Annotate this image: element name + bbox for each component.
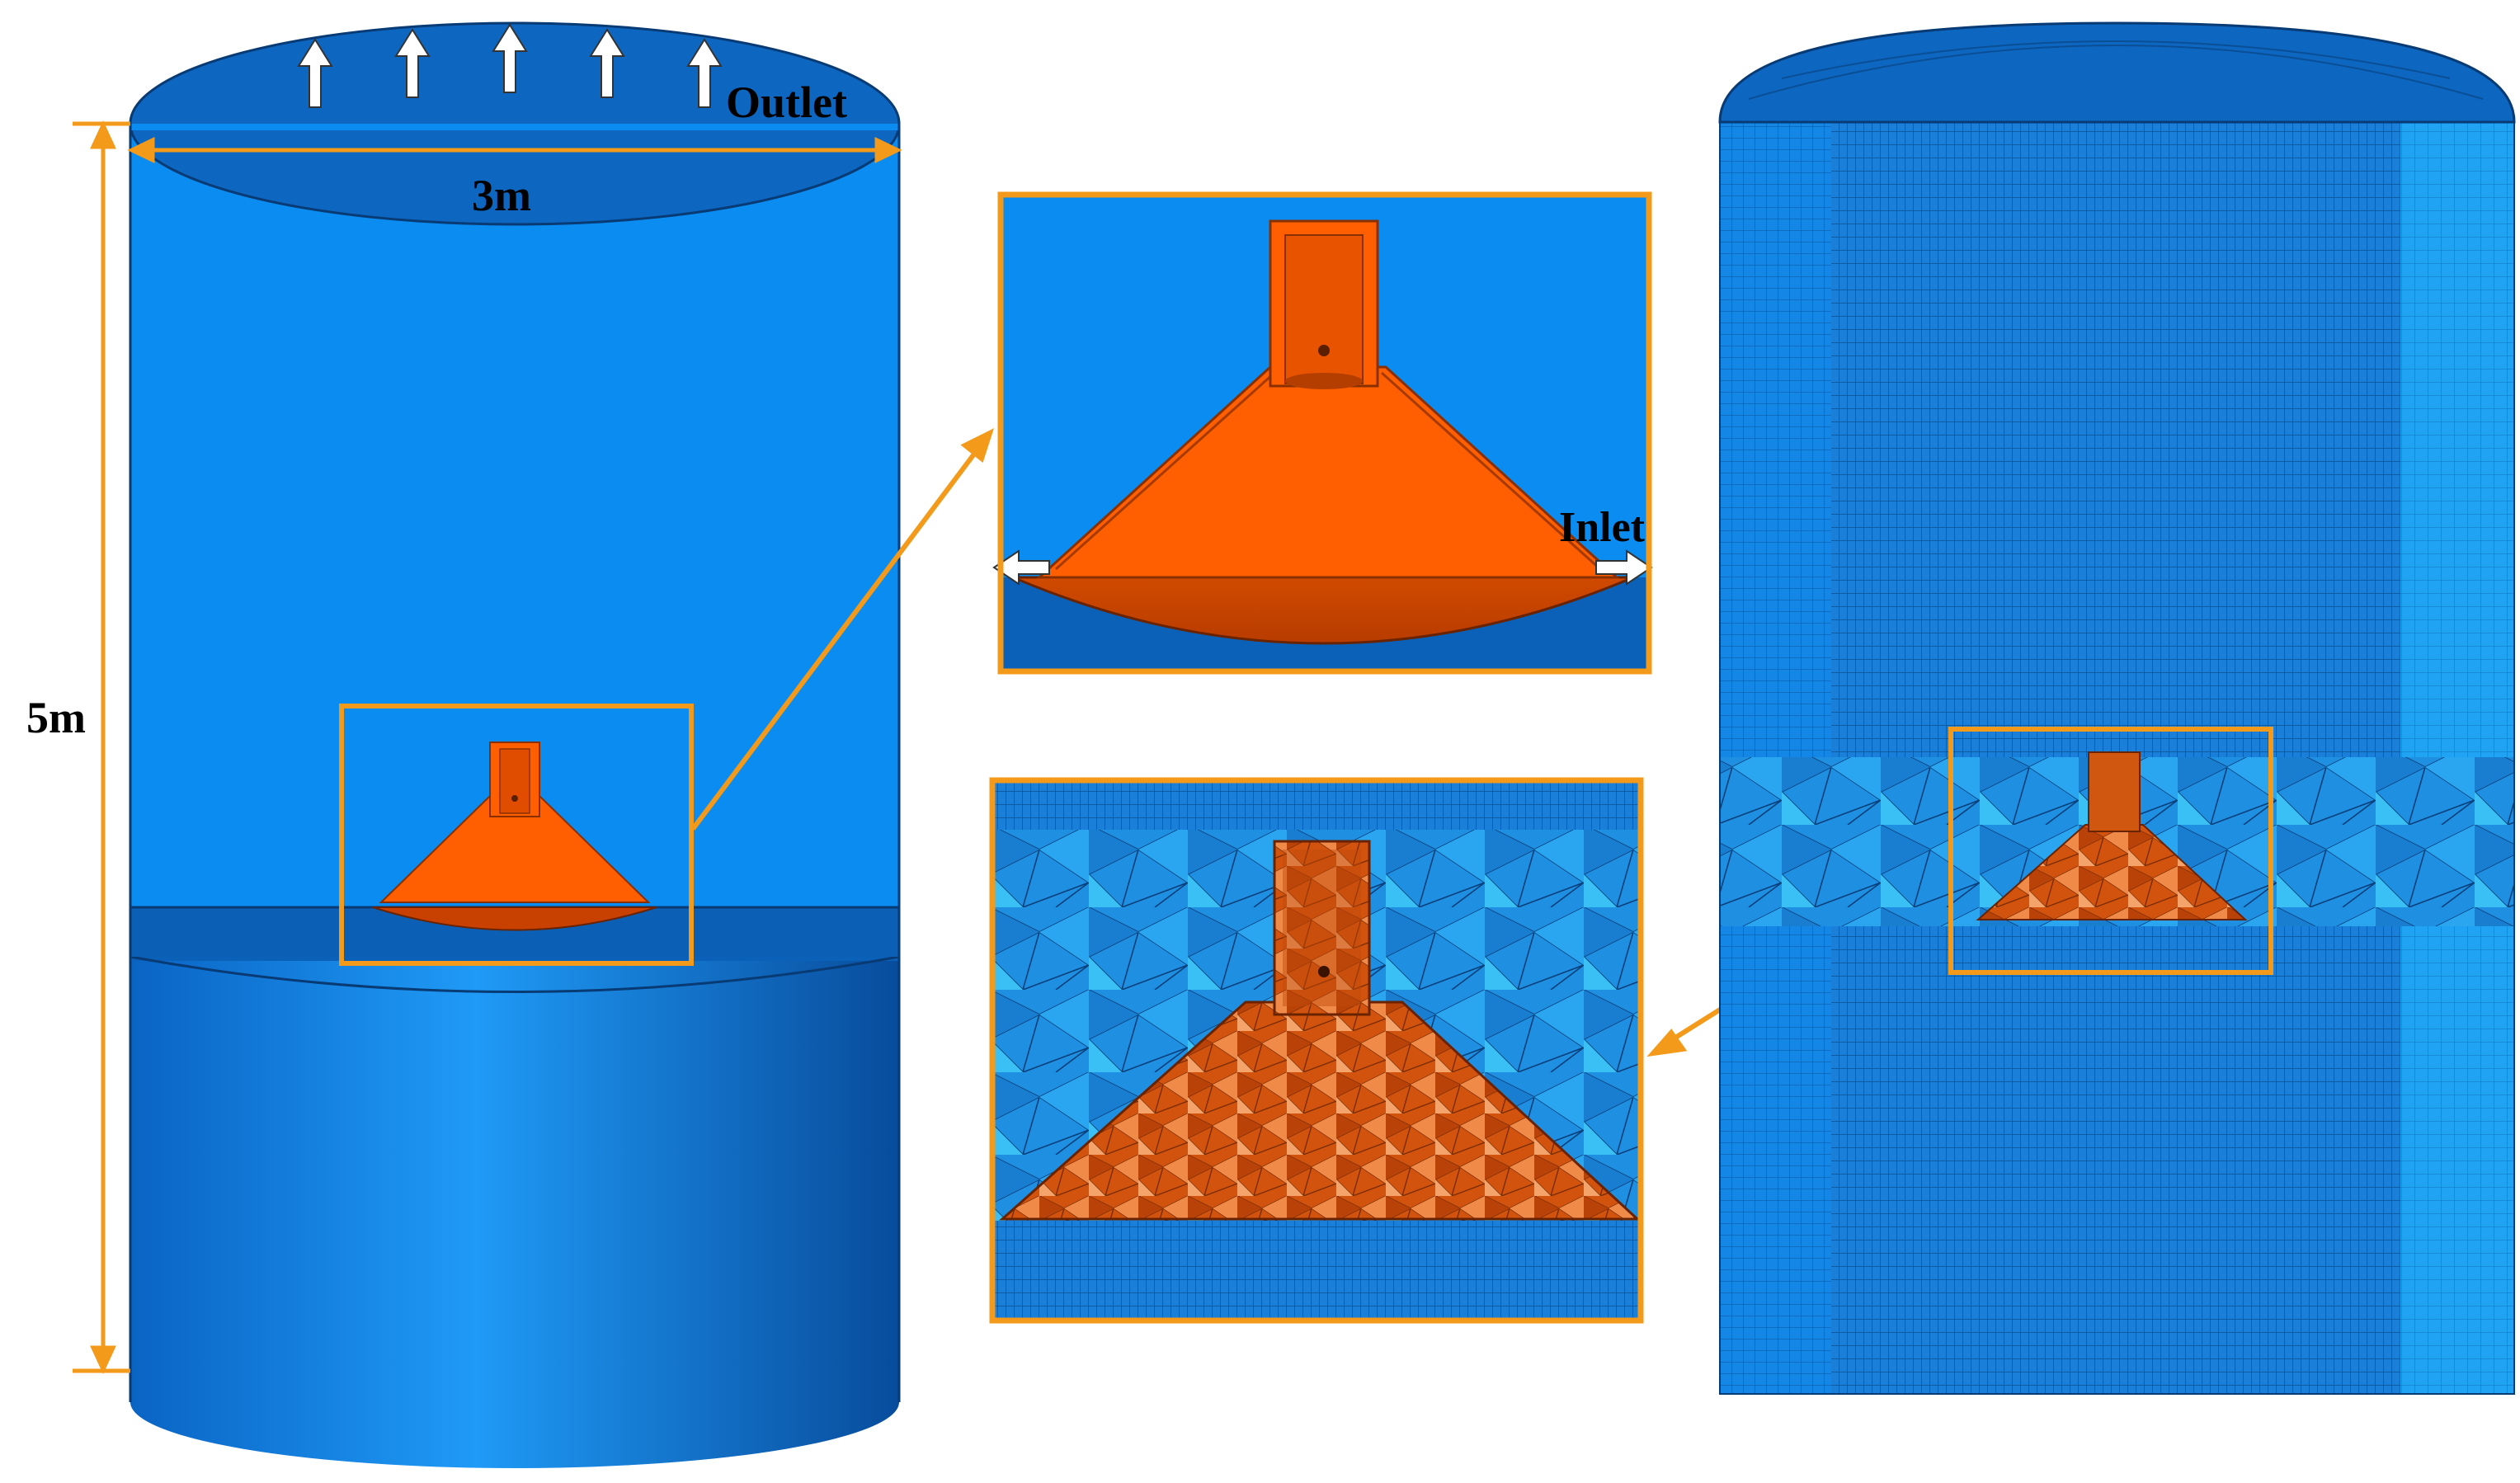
inlet-label: Inlet: [1559, 504, 1646, 551]
outlet-arrow: [492, 23, 528, 93]
diameter-label: 3m: [472, 171, 531, 220]
height-dimension: [73, 120, 130, 1374]
outlet-arrow: [589, 28, 625, 98]
cylinder-bottom-edge: [130, 1336, 899, 1468]
connector-arrow-geometry: [690, 428, 995, 831]
zoom-frame-mesh: [989, 777, 1644, 1324]
outlet-arrows: [297, 23, 723, 108]
height-label: 5m: [26, 693, 86, 742]
zoom-frame-geometry: [997, 191, 1652, 675]
highlight-box-mesh: [1948, 727, 2273, 975]
inlet-arrow-left: [992, 549, 1050, 586]
mesh-overview-panel: [1718, 21, 2516, 1395]
outlet-arrow: [686, 38, 723, 108]
device-small: [372, 742, 657, 931]
mesh-top-cap: [1718, 21, 2516, 124]
highlight-box-geometry: [339, 704, 694, 966]
geometry-overview-panel: Outlet 3m 5m: [26, 21, 902, 1468]
zoom-device-mesh-panel: [989, 777, 1644, 1324]
inlet-arrow-right: [1595, 549, 1653, 586]
zoom-device-geometry-panel: Inlet: [992, 191, 1653, 675]
outlet-arrow: [394, 28, 431, 98]
cylinder-lower-side: [130, 907, 899, 1402]
outlet-arrow: [297, 38, 333, 108]
diameter-dimension: [127, 137, 902, 163]
outlet-label: Outlet: [726, 78, 847, 127]
